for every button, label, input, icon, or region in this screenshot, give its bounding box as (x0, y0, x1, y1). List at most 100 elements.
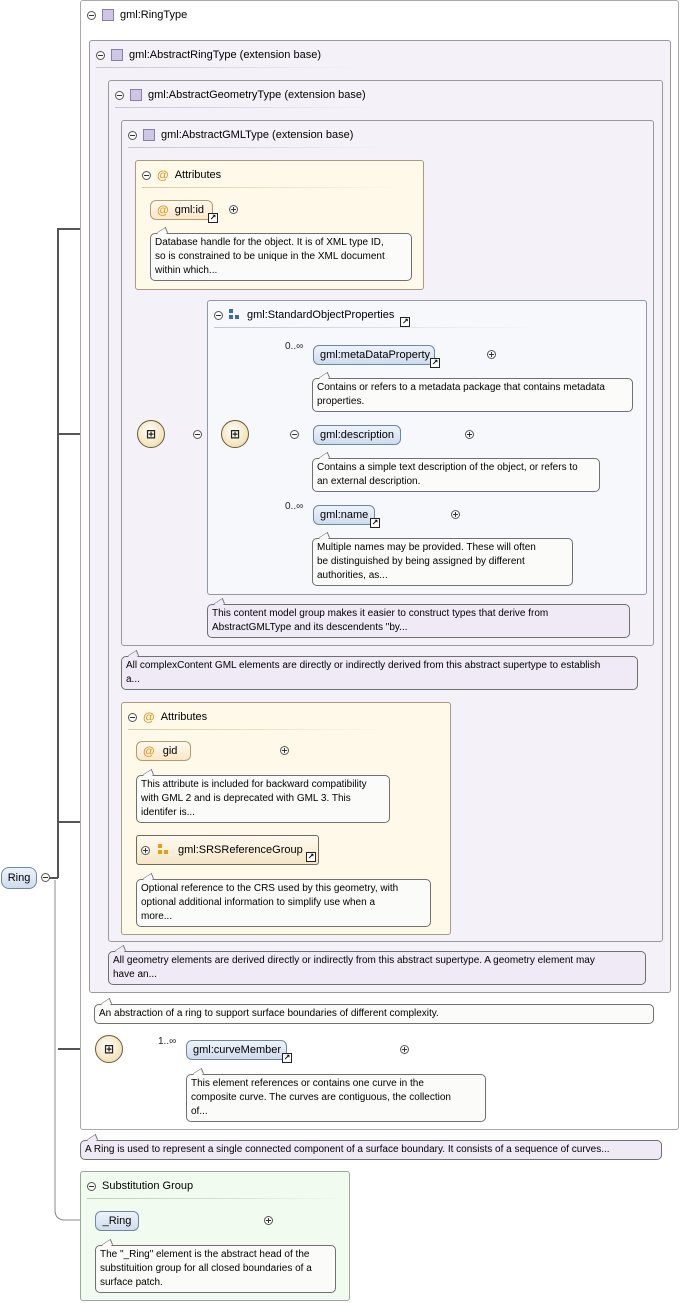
substitution-group-title: Substitution Group (102, 1180, 194, 1192)
complex-type-icon (111, 49, 123, 61)
doc-line: within which... (155, 265, 218, 276)
doc-line: a... (126, 674, 140, 685)
expand-plus-icon[interactable] (487, 350, 497, 359)
attribute-group-srs-reference[interactable]: gml:SRSReferenceGroup ↗ (136, 835, 319, 865)
attributes-geometry-header: @ Attributes (128, 709, 388, 730)
element-label: gml:description (320, 429, 394, 441)
abstract-geometry-type-title: gml:AbstractGeometryType (extension base… (148, 89, 366, 101)
attribute-group-icon (158, 844, 170, 856)
abstract-gml-type-header: gml:AbstractGMLType (extension base) (128, 127, 388, 148)
doc-line: This element references or contains one … (191, 1078, 424, 1089)
substitution-group-collapse-icon[interactable] (87, 1181, 96, 1191)
element-metadata-property[interactable]: gml:metaDataProperty ↗ (313, 345, 440, 368)
ring-type-title: gml:RingType (120, 9, 188, 21)
substitution-group-header: Substitution Group (87, 1178, 347, 1199)
doc-line: composite curve. The curves are contiguo… (191, 1092, 451, 1103)
sequence-compositor-icon[interactable]: ⊞ (137, 420, 165, 448)
group-collapse-icon[interactable] (214, 310, 223, 320)
element-label: gml:name (320, 509, 369, 521)
compositor-collapse-icon[interactable] (193, 430, 203, 439)
complex-type-icon (102, 9, 114, 21)
doc-abstract-ring-type: An abstraction of a ring to support surf… (94, 1004, 654, 1024)
ring-type-collapse-icon[interactable] (87, 10, 96, 20)
element-label: gml:metaDataProperty (320, 349, 431, 361)
doc-gml-id: Database handle for the object. It is of… (150, 233, 412, 281)
reference-arrow-icon[interactable]: ↗ (306, 852, 316, 862)
multiplicity-label: 0..∞ (285, 501, 304, 512)
doc-line: All geometry elements are derived direct… (113, 955, 595, 966)
attribute-gid-label: gid (162, 745, 178, 757)
doc-line: of... (191, 1106, 208, 1117)
abstract-gml-type-title: gml:AbstractGMLType (extension base) (161, 129, 354, 141)
reference-arrow-icon[interactable]: ↗ (370, 518, 380, 528)
element-description[interactable]: gml:description (313, 425, 401, 445)
expand-plus-icon[interactable] (141, 845, 150, 855)
doc-standard-object-properties: This content model group makes it easier… (207, 604, 630, 638)
doc-line: authorities, as... (317, 570, 388, 581)
compositor-glyph: ⊞ (103, 1042, 115, 1056)
doc-line: Contains a simple text description of th… (317, 462, 578, 473)
expand-plus-icon[interactable] (263, 1216, 273, 1225)
sequence-compositor-icon[interactable]: ⊞ (221, 420, 249, 448)
reference-arrow-icon[interactable]: ↗ (400, 317, 411, 327)
element-label: gml:curveMember (193, 1044, 282, 1056)
abstract-ring-type-header: gml:AbstractRingType (extension base) (96, 47, 356, 68)
attribute-at-icon: @ (157, 168, 169, 182)
attribute-group-label: gml:SRSReferenceGroup (178, 844, 303, 856)
group-icon (229, 309, 241, 321)
sequence-compositor-icon[interactable]: ⊞ (95, 1035, 123, 1063)
doc-line: with GML 2 and is deprecated with GML 3.… (141, 793, 351, 804)
expand-plus-icon[interactable] (451, 510, 461, 519)
doc-line: A Ring is used to represent a single con… (85, 1144, 610, 1155)
standard-object-properties-title: gml:StandardObjectProperties (247, 309, 395, 321)
reference-arrow-icon[interactable]: ↗ (208, 213, 218, 223)
reference-arrow-icon[interactable]: ↗ (282, 1053, 292, 1063)
attribute-gid[interactable]: @ gid (136, 741, 191, 761)
complex-type-icon (143, 129, 155, 141)
element-curve-member[interactable]: gml:curveMember ↗ (186, 1040, 292, 1063)
attributes-gml-header: @ Attributes (142, 167, 402, 188)
attributes-gml-collapse-icon[interactable] (142, 170, 151, 180)
expand-plus-icon[interactable] (229, 205, 239, 214)
root-element-ring[interactable]: Ring (1, 867, 37, 889)
multiplicity-label: 1..∞ (158, 1036, 177, 1047)
doc-line: This attribute is included for backward … (141, 779, 367, 790)
abstract-gml-type-collapse-icon[interactable] (128, 130, 137, 140)
doc-line: have an... (113, 969, 157, 980)
doc-line: Multiple names may be provided. These wi… (317, 542, 536, 553)
element-name[interactable]: gml:name ↗ (313, 505, 380, 528)
element-label: _Ring (102, 1215, 132, 1227)
expand-plus-icon[interactable] (280, 746, 290, 755)
doc-line: AbstractGMLType and its descendents "by.… (212, 622, 408, 633)
doc-line: optional additional information to simpl… (141, 897, 376, 908)
expand-plus-icon[interactable] (399, 1045, 409, 1054)
doc-curve-member: This element references or contains one … (186, 1074, 486, 1122)
root-collapse-icon[interactable] (41, 873, 50, 882)
attributes-geometry-title: Attributes (160, 711, 208, 723)
root-element-label: Ring (7, 872, 31, 884)
compositor-glyph: ⊞ (145, 427, 157, 441)
doc-line: Optional reference to the CRS used by th… (141, 883, 399, 894)
attribute-gml-id[interactable]: @ gml:id ↗ (150, 200, 218, 223)
reference-arrow-icon[interactable]: ↗ (430, 358, 440, 368)
abstract-geometry-type-collapse-icon[interactable] (115, 90, 124, 100)
element-ring-head[interactable]: _Ring (95, 1211, 139, 1231)
doc-line: Contains or refers to a metadata package… (317, 382, 605, 393)
doc-line: be distinguished by being assigned by di… (317, 556, 525, 567)
abstract-ring-type-title: gml:AbstractRingType (extension base) (129, 49, 321, 61)
doc-line: so is constrained to be unique in the XM… (155, 251, 385, 262)
multiplicity-label: 0..∞ (285, 341, 304, 352)
complex-type-icon (130, 89, 142, 101)
compositor-collapse-icon[interactable] (290, 430, 300, 439)
doc-line: The "_Ring" element is the abstract head… (100, 1249, 310, 1260)
doc-description: Contains a simple text description of th… (312, 458, 600, 492)
doc-line: identifer is... (141, 807, 195, 818)
abstract-ring-type-collapse-icon[interactable] (96, 50, 105, 60)
attributes-geometry-collapse-icon[interactable] (128, 712, 137, 722)
doc-line: Database handle for the object. It is of… (155, 237, 384, 248)
compositor-glyph: ⊞ (229, 427, 241, 441)
ring-type-header: gml:RingType (87, 7, 187, 23)
expand-plus-icon[interactable] (465, 430, 475, 439)
doc-ring-element: A Ring is used to represent a single con… (80, 1140, 662, 1160)
doc-ring-head: The "_Ring" element is the abstract head… (95, 1245, 336, 1293)
